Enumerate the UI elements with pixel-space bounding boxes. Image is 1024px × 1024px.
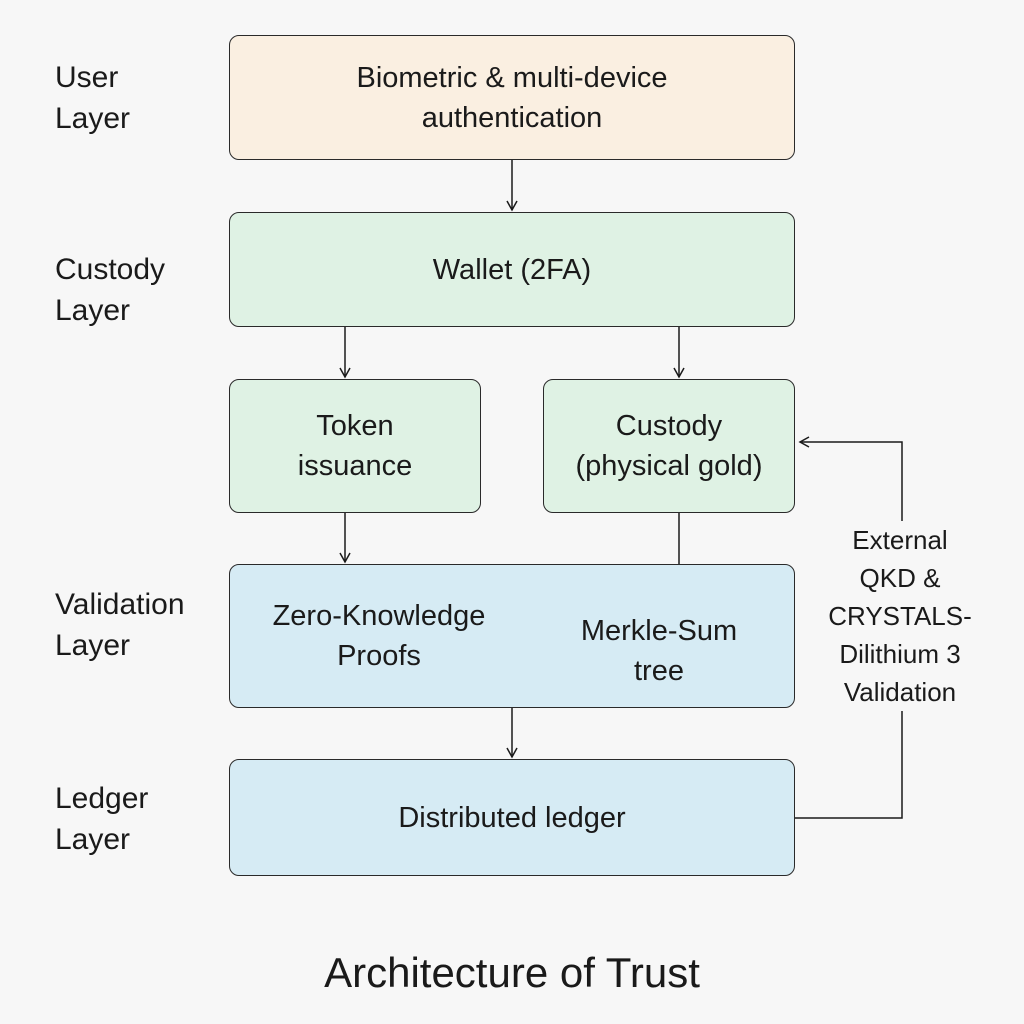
validation-box	[229, 564, 795, 708]
layer-label-ledger: Ledger Layer	[55, 778, 225, 860]
token-issuance-text: Token	[316, 410, 394, 442]
layer-label-line: Custody	[55, 253, 166, 286]
zero-knowledge-proofs-label: Zero-Knowledge Proofs	[249, 596, 509, 676]
custody-physical-gold-text: (physical gold)	[575, 450, 763, 482]
layer-label-line: Layer	[55, 102, 131, 135]
custody-physical-gold-box: Custody (physical gold)	[543, 379, 795, 513]
layer-label-validation: Validation Layer	[55, 584, 225, 666]
token-issuance-text: issuance	[297, 450, 413, 482]
zkp-text: Proofs	[337, 640, 421, 672]
external-text: CRYSTALS-	[828, 601, 972, 631]
token-issuance-box: Token issuance	[229, 379, 481, 513]
diagram-title: Architecture of Trust	[324, 949, 700, 996]
layer-label-line: User	[55, 61, 119, 94]
layer-label-line: Layer	[55, 629, 131, 662]
authentication-text: authentication	[421, 101, 603, 134]
external-text: Dilithium 3	[839, 639, 961, 669]
merkle-text: Merkle-Sum	[580, 615, 738, 647]
wallet-box: Wallet (2FA)	[229, 212, 795, 327]
distributed-ledger-text: Distributed ledger	[398, 801, 626, 834]
wallet-text: Wallet (2FA)	[432, 253, 592, 286]
distributed-ledger-box: Distributed ledger	[229, 759, 795, 876]
layer-label-line: Layer	[55, 823, 131, 856]
layer-label-user: User Layer	[55, 57, 225, 139]
merkle-text: tree	[634, 655, 684, 687]
external-validation-label: External QKD & CRYSTALS- Dilithium 3 Val…	[808, 521, 992, 711]
layer-label-line: Ledger	[55, 782, 149, 815]
external-text: Validation	[843, 677, 957, 707]
custody-physical-gold-text: Custody	[615, 410, 723, 442]
layer-label-line: Layer	[55, 294, 131, 327]
merkle-sum-tree-label: Merkle-Sum tree	[549, 611, 769, 691]
authentication-text: Biometric & multi-device	[356, 61, 668, 94]
external-text: External	[852, 525, 948, 555]
layer-label-custody: Custody Layer	[55, 249, 225, 331]
layer-label-line: Validation	[55, 588, 185, 621]
zkp-text: Zero-Knowledge	[272, 600, 486, 632]
authentication-box: Biometric & multi-device authentication	[229, 35, 795, 160]
external-text: QKD &	[859, 563, 941, 593]
